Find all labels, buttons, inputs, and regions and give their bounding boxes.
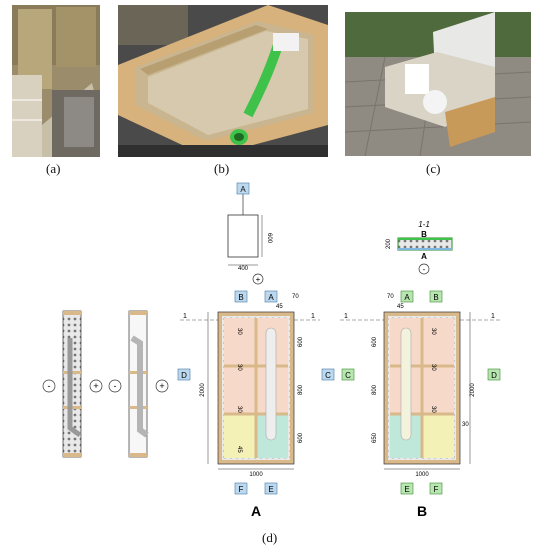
panel-a-tag-bottom1: F — [239, 485, 244, 494]
panel-b-dim-top45: 45 — [397, 304, 404, 310]
dim-top-width: 400 — [238, 266, 249, 272]
side-sign-3: - — [114, 381, 117, 391]
panel-a-dim-top45: 45 — [276, 304, 283, 310]
panel-a-title: A — [251, 503, 261, 519]
panel-a-tag-left: D — [181, 371, 187, 380]
panel-b-tag-left: C — [345, 371, 351, 380]
panel-a-dim-top70: 70 — [292, 294, 299, 300]
photo-c — [345, 12, 531, 156]
panel-b-dim-row1: 600 — [372, 336, 378, 347]
side-sign-2: + — [93, 381, 98, 391]
section-1-1: 1-1 B A 200 - — [386, 220, 453, 275]
panel-a-dim-inner2: 30 — [236, 364, 242, 371]
sign-section-minus: - — [423, 265, 426, 274]
panel-b-tag-bottom2: F — [434, 485, 439, 494]
caption-d: (d) — [262, 530, 278, 545]
panel-a-tag-top2: A — [268, 293, 274, 302]
top-small-drawing: A 600 400 + — [227, 182, 272, 285]
panel-b-tag-top1: A — [404, 293, 410, 302]
caption-c: (c) — [426, 161, 441, 176]
panel-b-dim-row3: 650 — [372, 432, 378, 443]
section-top-label: B — [421, 230, 427, 239]
sign-top-plus: + — [256, 275, 261, 284]
section-title: 1-1 — [418, 220, 430, 229]
panel-b-dim-inner4: 30 — [462, 422, 469, 428]
panel-b: 1 1 70 45 30 30 30 30 2000 600 800 650 1… — [340, 290, 501, 519]
panel-b-tag-right: D — [491, 371, 497, 380]
panel-a-tag-right: C — [325, 371, 331, 380]
panel-b-tag-top2: B — [433, 293, 438, 302]
panel-a-section-right: 1 — [311, 313, 315, 320]
caption-b: (b) — [214, 161, 230, 176]
side-views: - + - + — [42, 310, 169, 458]
panel-b-section-left: 1 — [344, 313, 348, 320]
side-sign-1: - — [48, 381, 51, 391]
panel-a-dim-row1: 600 — [298, 336, 304, 347]
panel-b-dim-total: 2000 — [470, 383, 476, 397]
panel-a-dim-inner1: 30 — [236, 328, 242, 335]
caption-a: (a) — [46, 161, 61, 176]
panel-b-dim-width: 1000 — [415, 472, 429, 478]
panel-b-dim-top70: 70 — [387, 294, 394, 300]
panel-b-dim-row2: 800 — [372, 384, 378, 395]
panel-b-dim-inner1: 30 — [430, 328, 436, 335]
panel-a-tag-top1: B — [238, 293, 243, 302]
panel-a-dim-inner3: 30 — [236, 406, 242, 413]
dim-top-height: 600 — [266, 233, 272, 244]
panel-b-title: B — [417, 503, 427, 519]
side-sign-4: + — [159, 381, 164, 391]
panel-a-dim-inner4: 45 — [236, 446, 242, 453]
photo-a — [12, 5, 100, 157]
photo-b — [118, 5, 328, 157]
panel-a-dim-row2: 800 — [298, 384, 304, 395]
section-bottom-label: A — [421, 252, 427, 261]
panel-b-section-right: 1 — [491, 313, 495, 320]
panel-b-dim-inner2: 30 — [430, 364, 436, 371]
panel-a: 1 1 70 45 30 30 30 45 2000 600 800 600 1… — [177, 290, 335, 519]
section-dim: 200 — [386, 238, 392, 249]
panel-a-dim-row3: 600 — [298, 432, 304, 443]
panel-a-tag-bottom2: E — [268, 485, 273, 494]
panel-a-dim-width: 1000 — [249, 472, 263, 478]
panel-a-section-left: 1 — [183, 313, 187, 320]
technical-drawing: A 600 400 + 1-1 B A 200 - - + — [42, 182, 501, 519]
tag-top-small: A — [240, 185, 246, 194]
top-small-panel — [227, 214, 259, 258]
panel-b-dim-inner3: 30 — [430, 406, 436, 413]
panel-b-tag-bottom1: E — [404, 485, 409, 494]
panel-a-dim-total: 2000 — [200, 383, 206, 397]
